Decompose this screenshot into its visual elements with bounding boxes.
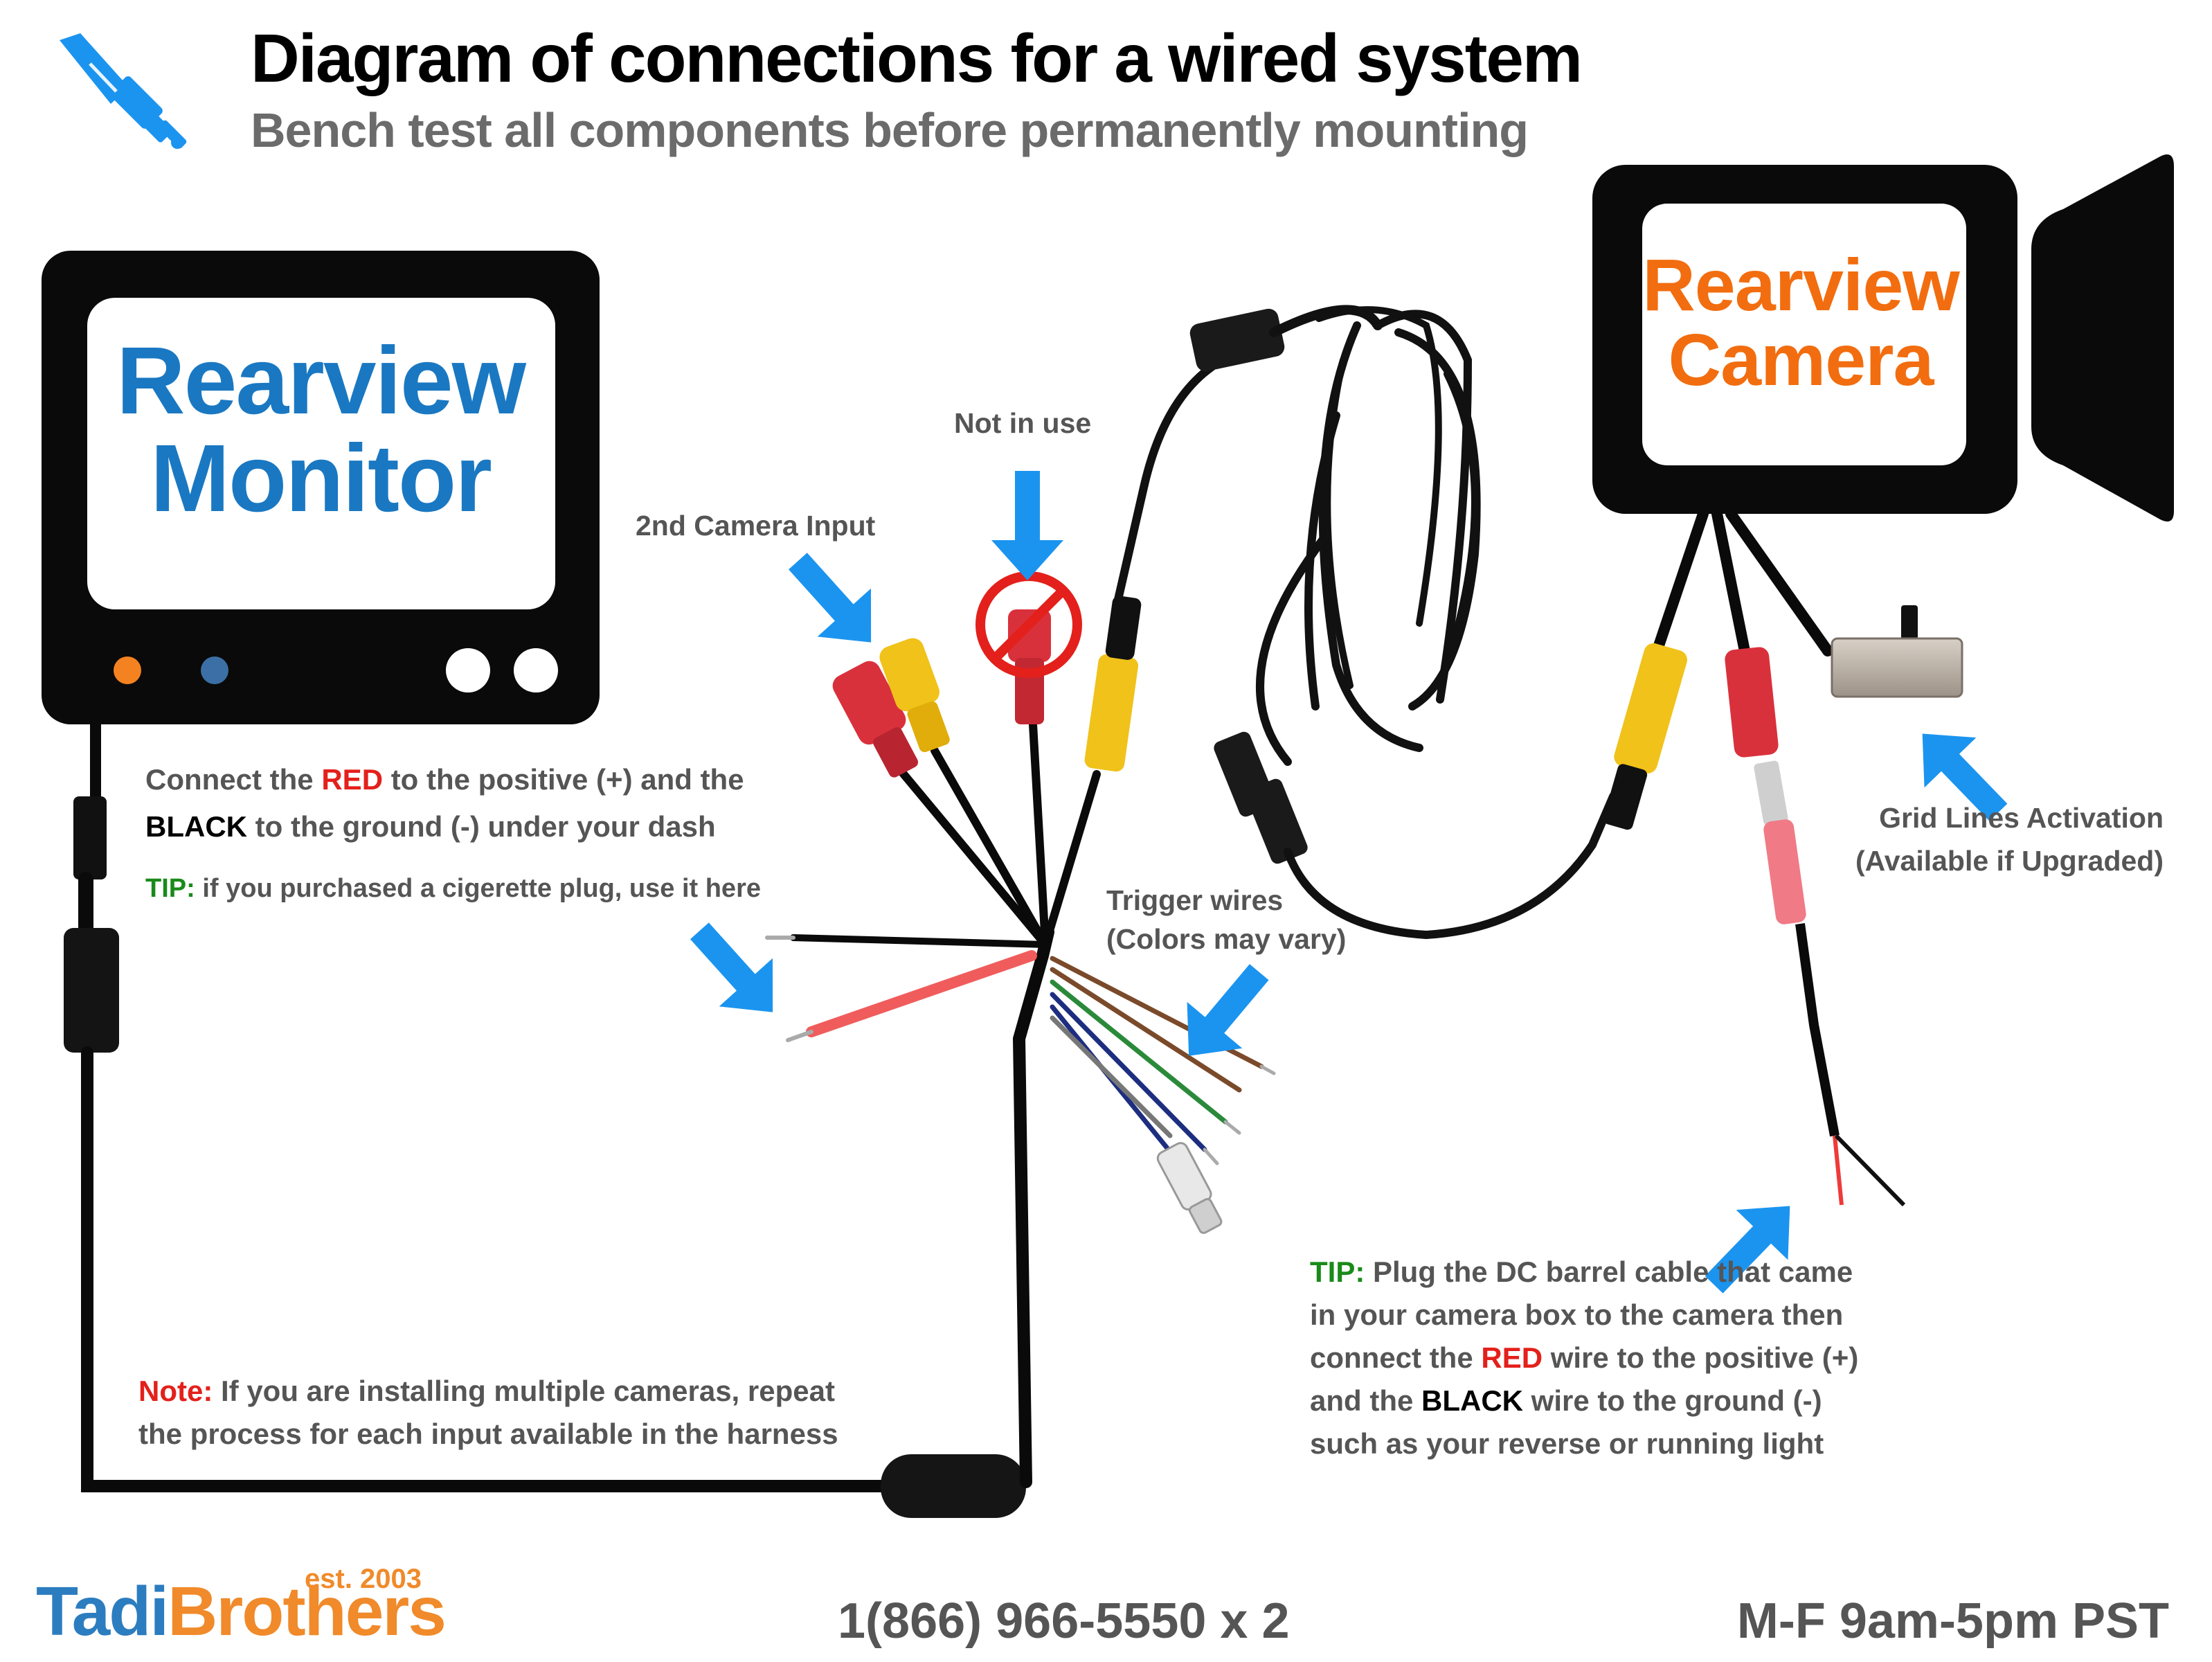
page-title: Diagram of connections for a wired syste… (251, 20, 1583, 96)
camera-label-line1: Rearview (1642, 244, 1960, 326)
grid-lines-switch (1831, 605, 1963, 698)
monitor-label-line2: Monitor (150, 425, 492, 532)
support-hours: M-F 9am-5pm PST (1736, 1593, 2169, 1649)
support-phone: 1(866) 966-5550 x 2 (838, 1593, 1290, 1649)
camera-label: Rearview Camera (1642, 244, 1960, 402)
second-camera-red-rca (832, 661, 919, 778)
blue-indicator-light (201, 656, 228, 684)
orange-indicator-light (114, 656, 141, 684)
trigger-white-plug (1156, 1142, 1223, 1234)
brand-logo: TadiBrothers (36, 1573, 447, 1650)
power-leads (765, 936, 1037, 1042)
camera-pigtails (1649, 508, 1833, 663)
harness-branches (790, 720, 1101, 949)
second-camera-yellow-rca (879, 638, 950, 753)
monitor-label: Rearview Monitor (87, 332, 554, 528)
arrow-not-in-use-icon (991, 471, 1063, 580)
page-subtitle: Bench test all components before permane… (251, 103, 1529, 157)
monitor-illustration (42, 251, 600, 724)
brand-established: est. 2003 (305, 1564, 422, 1594)
monitor-button (446, 648, 490, 692)
camera-video-rca (1603, 643, 1687, 830)
video-yellow-rca (1084, 596, 1142, 772)
arrow-second-camera-icon (771, 537, 898, 667)
extension-cable (1113, 305, 1617, 940)
camera-power-tip: TIP: Plug the DC barrel cable that came … (1310, 1256, 1859, 1460)
multiple-cameras-note: Note: If you are installing multiple cam… (138, 1375, 838, 1450)
monitor-button (514, 648, 558, 692)
cable-plug-icon (60, 33, 187, 149)
second-camera-input-label: 2nd Camera Input (636, 510, 876, 542)
camera-label-line2: Camera (1668, 319, 1934, 402)
grid-lines-label: Grid Lines Activation (Available if Upgr… (1855, 802, 2164, 877)
not-in-use-label: Not in use (954, 407, 1092, 439)
cigarette-tip: TIP: if you purchased a cigerette plug, … (145, 874, 761, 903)
camera-illustration (1592, 154, 2174, 522)
trigger-wires-label: Trigger wires (Colors may vary) (1106, 884, 1347, 955)
arrow-power-leads-icon (672, 906, 800, 1037)
monitor-label-line1: Rearview (116, 328, 526, 434)
power-connection-note: Connect the RED to the positive (+) and … (145, 763, 744, 843)
arrow-trigger-wires-icon (1161, 949, 1287, 1080)
camera-power-connector (1725, 647, 1906, 1207)
